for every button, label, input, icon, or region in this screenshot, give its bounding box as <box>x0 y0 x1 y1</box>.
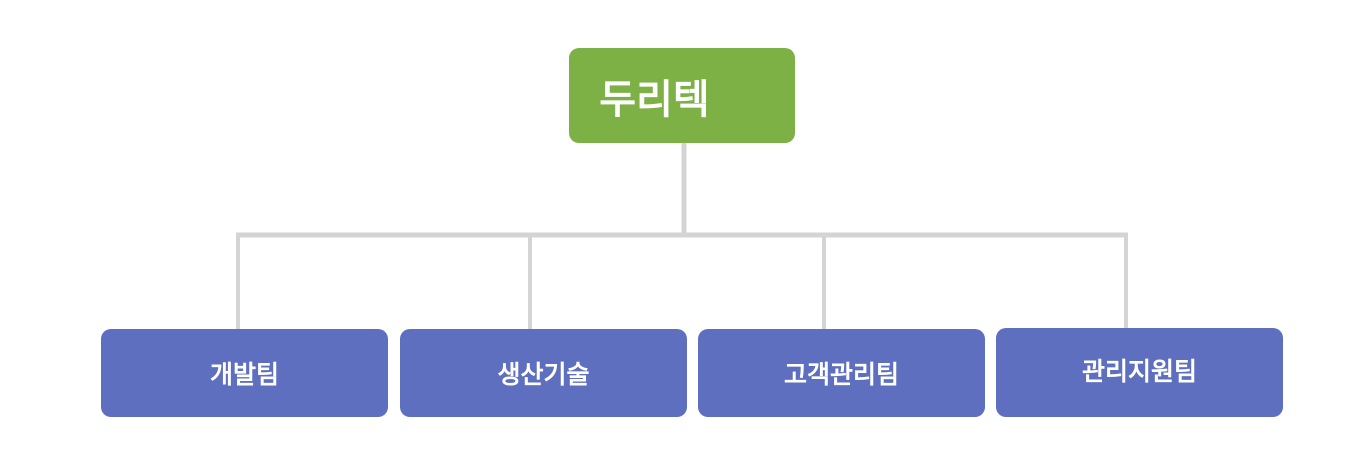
child-node-label: 고객관리팀 <box>783 360 899 389</box>
child-node-label: 생산기술 <box>497 360 590 389</box>
child-node-customer-team: 고객관리팀 <box>698 329 985 417</box>
root-node-label: 두리텍 <box>599 76 710 123</box>
child-node-label: 관리지원팀 <box>1081 356 1197 386</box>
child-node-production-tech: 생산기술 <box>400 329 687 417</box>
root-node: 두리텍 <box>569 48 795 143</box>
child-node-admin-support-team: 관리지원팀 <box>996 328 1283 417</box>
child-node-label: 개발팀 <box>209 360 279 389</box>
child-node-dev-team: 개발팀 <box>101 329 388 417</box>
